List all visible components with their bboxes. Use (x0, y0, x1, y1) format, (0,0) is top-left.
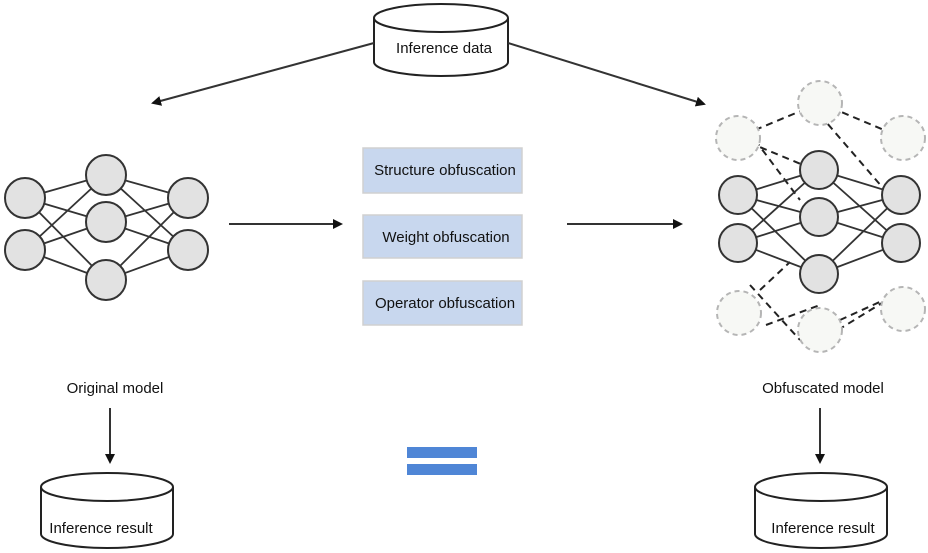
dummy-edge (749, 284, 801, 341)
original-result-label: Inference result (49, 520, 153, 537)
dummy-edge (819, 114, 884, 189)
original-result-cylinder: Inference result (40, 472, 174, 549)
original-model-neuron (4, 229, 46, 271)
inference-data-cylinder: Inference data (373, 3, 509, 77)
obfuscated-model-neuron (718, 223, 758, 263)
dummy-neuron (880, 286, 926, 332)
obfuscated-model-neuron (881, 223, 921, 263)
dummy-neuron (797, 307, 843, 353)
obfuscated-result-label: Inference result (771, 520, 875, 537)
original-model-label: Original model (67, 380, 164, 397)
dummy-edge (754, 139, 801, 201)
structure-obfuscation-label: Structure obfuscation (374, 162, 516, 179)
obfuscation-box-operator: Operator obfuscation (362, 280, 523, 326)
obfuscated-model-neuron (799, 150, 839, 190)
original-model-network (4, 154, 209, 301)
obfuscation-box-weight: Weight obfuscation (362, 214, 523, 259)
dummy-neuron (716, 290, 762, 336)
obfuscated-model-neuron (799, 197, 839, 237)
original-model-neuron (167, 177, 209, 219)
original-model-neuron (85, 201, 127, 243)
obfuscated-result-cylinder: Inference result (754, 472, 888, 549)
obfuscated-model-neuron (799, 254, 839, 294)
dummy-edge (759, 261, 791, 291)
obfuscation-box-structure: Structure obfuscation (362, 147, 523, 194)
equals-sign-icon (407, 447, 477, 475)
original-model-neuron (167, 229, 209, 271)
obfuscated-model-neuron (881, 175, 921, 215)
original-model-neuron (85, 259, 127, 301)
operator-obfuscation-label: Operator obfuscation (375, 295, 515, 312)
dummy-neuron (797, 80, 843, 126)
original-model-neuron (85, 154, 127, 196)
dummy-edge (765, 304, 821, 326)
obfuscated-model-network (715, 80, 926, 353)
dummy-neuron (715, 115, 761, 161)
obfuscated-model-label: Obfuscated model (762, 380, 884, 397)
dummy-neuron (880, 115, 926, 161)
obfuscated-model-neuron (718, 175, 758, 215)
inference-data-label: Inference data (396, 40, 493, 57)
arrow-to-obfuscated-model (507, 42, 706, 107)
original-model-neuron (4, 177, 46, 219)
weight-obfuscation-label: Weight obfuscation (382, 229, 509, 246)
arrow-to-original-model (151, 42, 375, 106)
